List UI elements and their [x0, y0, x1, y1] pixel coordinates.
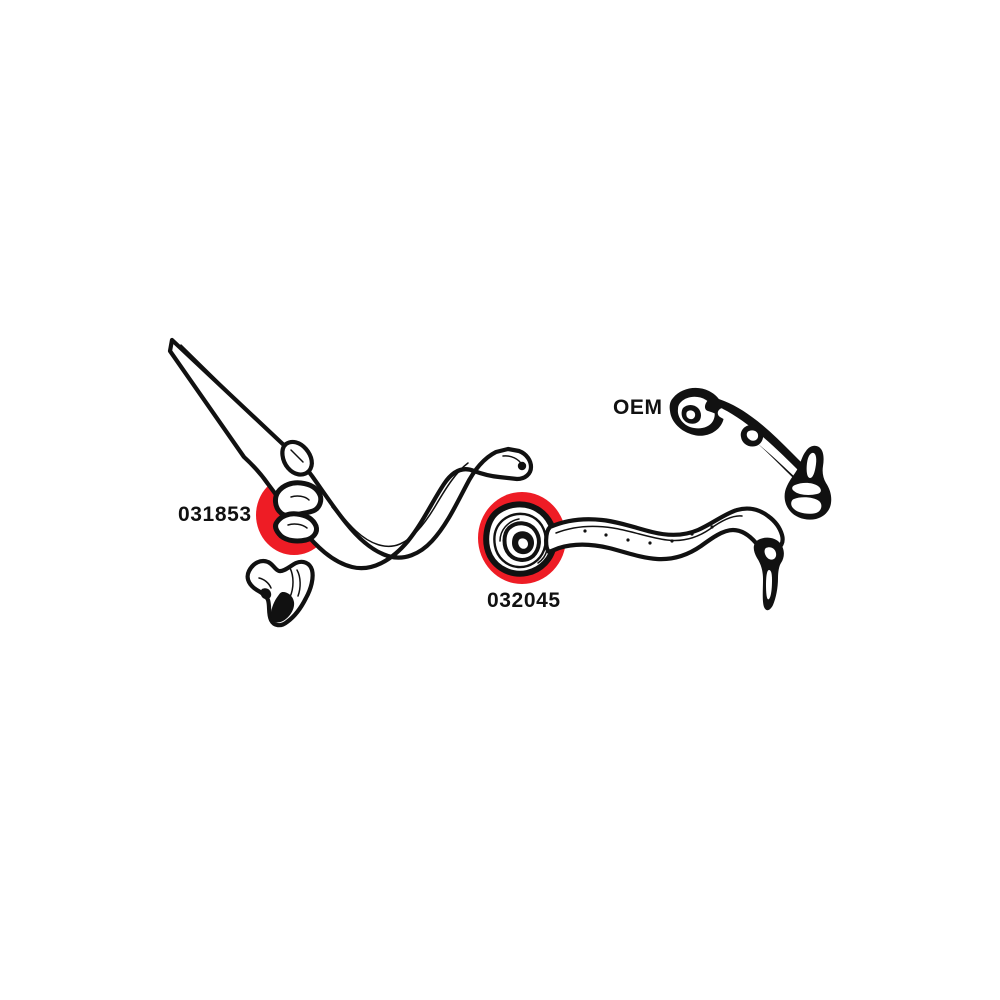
- control-arm-shaft-highlight: [555, 515, 743, 542]
- sway-bar-eye-hole: [517, 461, 527, 471]
- sway-bar-bend-shading: [321, 491, 353, 532]
- lower-control-arm: [483, 501, 785, 611]
- sway-bar-bushing-highlighted: [273, 480, 324, 544]
- sway-bar: [167, 337, 534, 571]
- labels-group: 031853 032045 OEM: [178, 396, 663, 612]
- sway-bar-collar-detail: [290, 449, 304, 463]
- loose-bushing-hole: [260, 588, 272, 600]
- sway-bar-collar: [280, 439, 314, 477]
- sway-bar-body: [167, 337, 534, 571]
- callout-label-031853: 031853: [178, 503, 252, 526]
- bushing-lower-half: [273, 511, 319, 544]
- control-arm-ball-joint-void: [764, 547, 777, 560]
- sway-bar-highlight-line: [180, 344, 469, 548]
- control-arm-bushing-ring-2: [502, 521, 541, 562]
- loose-bushing-rim: [296, 569, 301, 597]
- oem-arm-housing-stud-void: [806, 452, 817, 478]
- oem-arm-housing-window-upper: [792, 482, 821, 495]
- bushing-upper-half: [273, 480, 324, 519]
- control-arm-stud-void: [766, 570, 772, 600]
- control-arm-shaft: [544, 506, 785, 562]
- callout-label-032045: 032045: [487, 589, 561, 612]
- oem-annotation-label: OEM: [613, 396, 663, 419]
- oem-arm-boss-void: [746, 430, 759, 441]
- bushing-lower-detail: [287, 523, 308, 529]
- bushing-upper-detail: [290, 495, 310, 501]
- control-arm-stipple: [583, 525, 714, 545]
- loose-bushing-shading-2: [258, 577, 272, 589]
- oem-arm-housing-window-lower: [791, 497, 822, 514]
- control-arm-bushing-core-void: [518, 538, 528, 549]
- loose-bushing-dark-fold: [270, 592, 295, 623]
- control-arm-bushing-ring-1: [493, 512, 547, 569]
- oem-arm-bushing-bore: [686, 410, 696, 420]
- sway-bar-bushing-loose: [245, 558, 315, 628]
- oem-upper-control-arm: [669, 387, 832, 520]
